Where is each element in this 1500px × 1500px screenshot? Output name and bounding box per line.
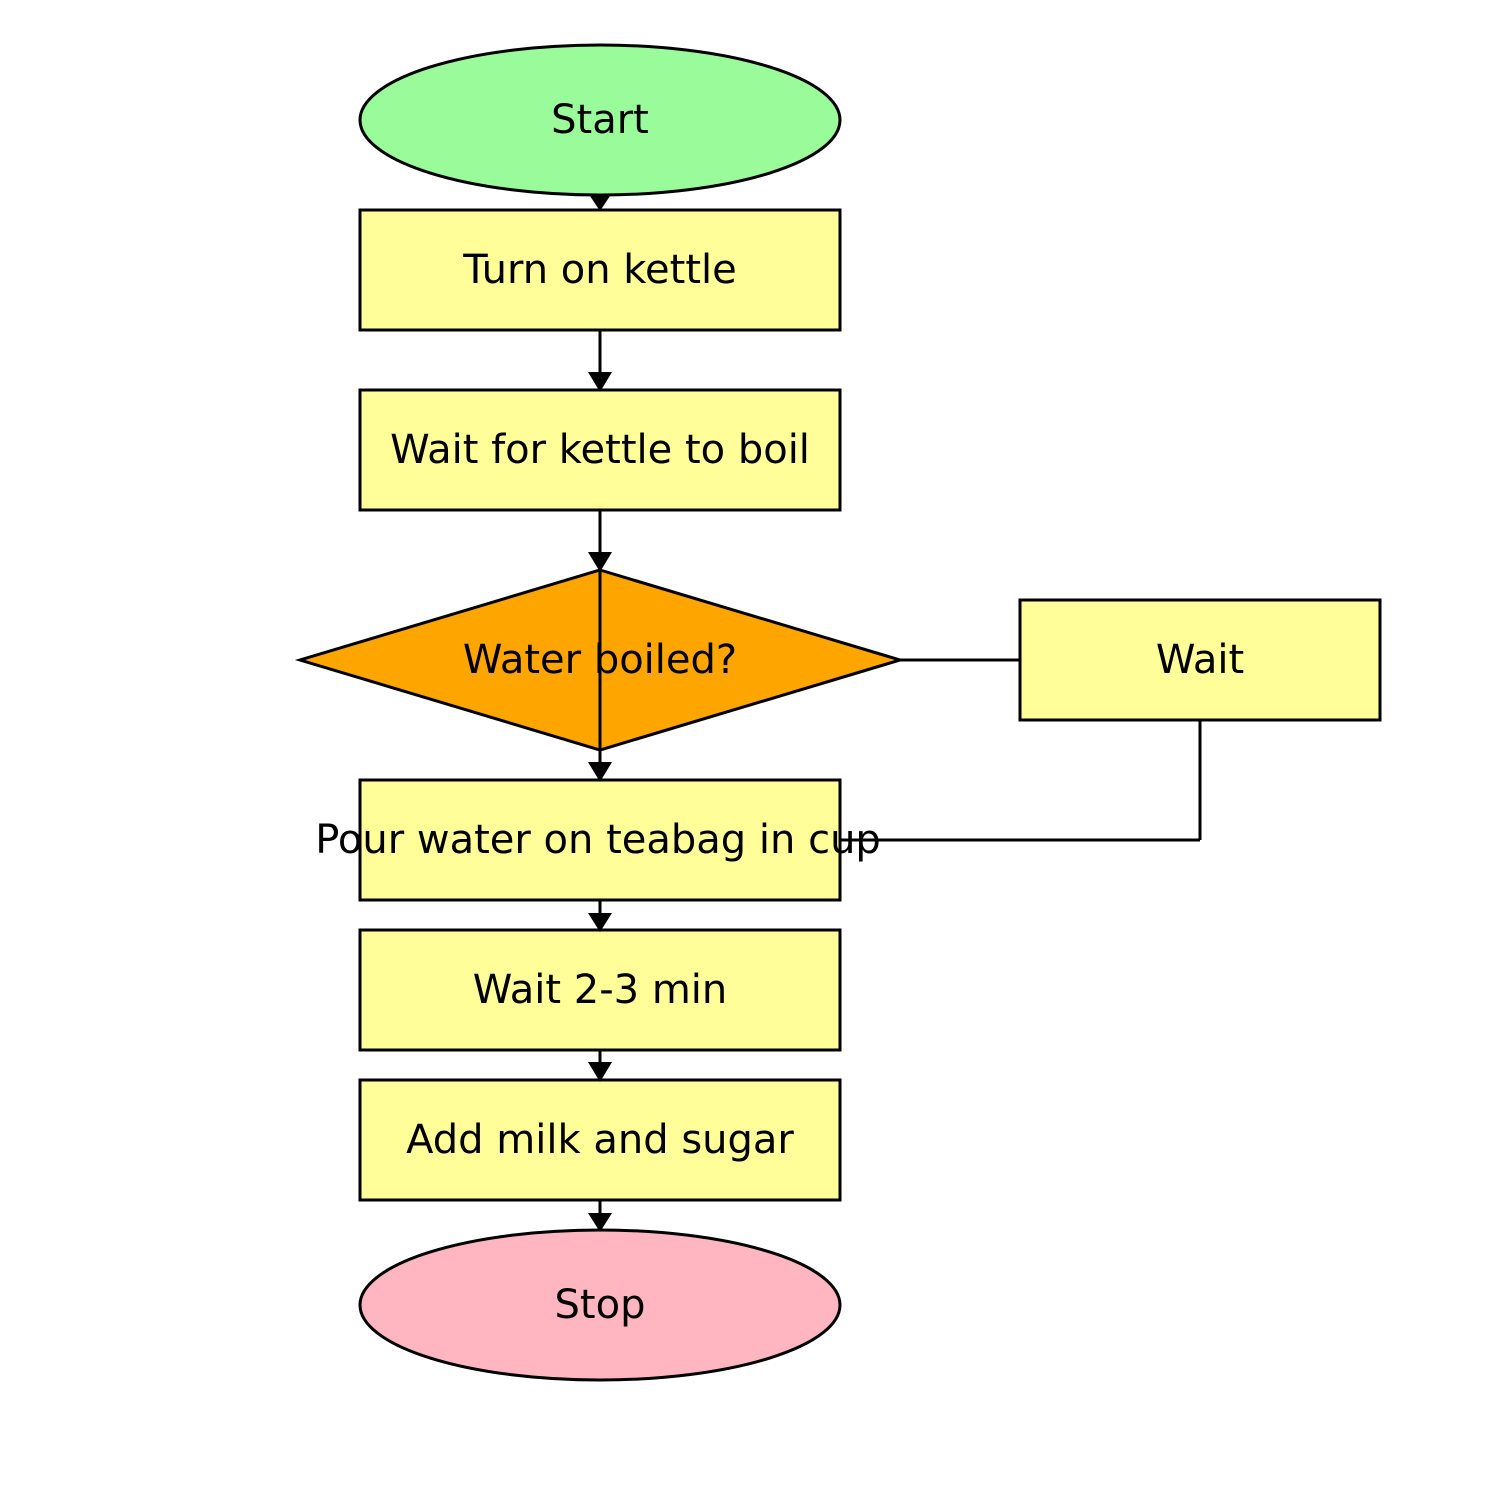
- wait-2-3-label: Wait 2-3 min: [473, 967, 728, 1013]
- turn-on-kettle-box: [358, 208, 842, 332]
- add-milk-label: Add milk and sugar: [406, 1117, 794, 1163]
- start-ellipse: [358, 43, 842, 197]
- wait-2-3-box: [358, 928, 842, 1052]
- node-stop: Stop: [358, 1228, 842, 1382]
- arrowhead-pour-water-to-wait-2-3: [588, 913, 612, 932]
- node-turn-on-kettle: Turn on kettle: [358, 208, 842, 332]
- node-start: Start: [358, 43, 842, 197]
- node-wait-for-boil: Wait for kettle to boil: [358, 388, 842, 512]
- arrowhead-turn-on-kettle-to-wait-for-boil: [588, 372, 612, 392]
- node-pour-water: Pour water on teabag in cup: [315, 778, 881, 902]
- stop-label: Stop: [555, 1282, 646, 1328]
- wait-label: Wait: [1156, 637, 1244, 683]
- arrowhead-add-milk-to-stop: [588, 1213, 612, 1232]
- wait-box: [1018, 598, 1382, 722]
- arrowhead-start-to-turn-on-kettle: [588, 193, 612, 211]
- overlay-edges: [588, 570, 1202, 1232]
- start-label: Start: [551, 97, 649, 143]
- wait-for-boil-label: Wait for kettle to boil: [390, 427, 810, 473]
- pour-water-label: Pour water on teabag in cup: [315, 817, 881, 863]
- turn-on-kettle-label: Turn on kettle: [462, 247, 737, 293]
- pour-water-box: [358, 778, 842, 902]
- node-wait-2-3: Wait 2-3 min: [358, 928, 842, 1052]
- node-add-milk: Add milk and sugar: [358, 1078, 842, 1202]
- arrowhead-wait-2-3-to-add-milk: [588, 1062, 612, 1082]
- add-milk-box: [358, 1078, 842, 1202]
- node-wait: Wait: [1018, 598, 1382, 722]
- arrowhead-wait-for-boil-to-water-boiled: [588, 552, 612, 572]
- wait-for-boil-box: [358, 388, 842, 512]
- arrowhead-water-boiled-to-pour-water: [588, 762, 612, 782]
